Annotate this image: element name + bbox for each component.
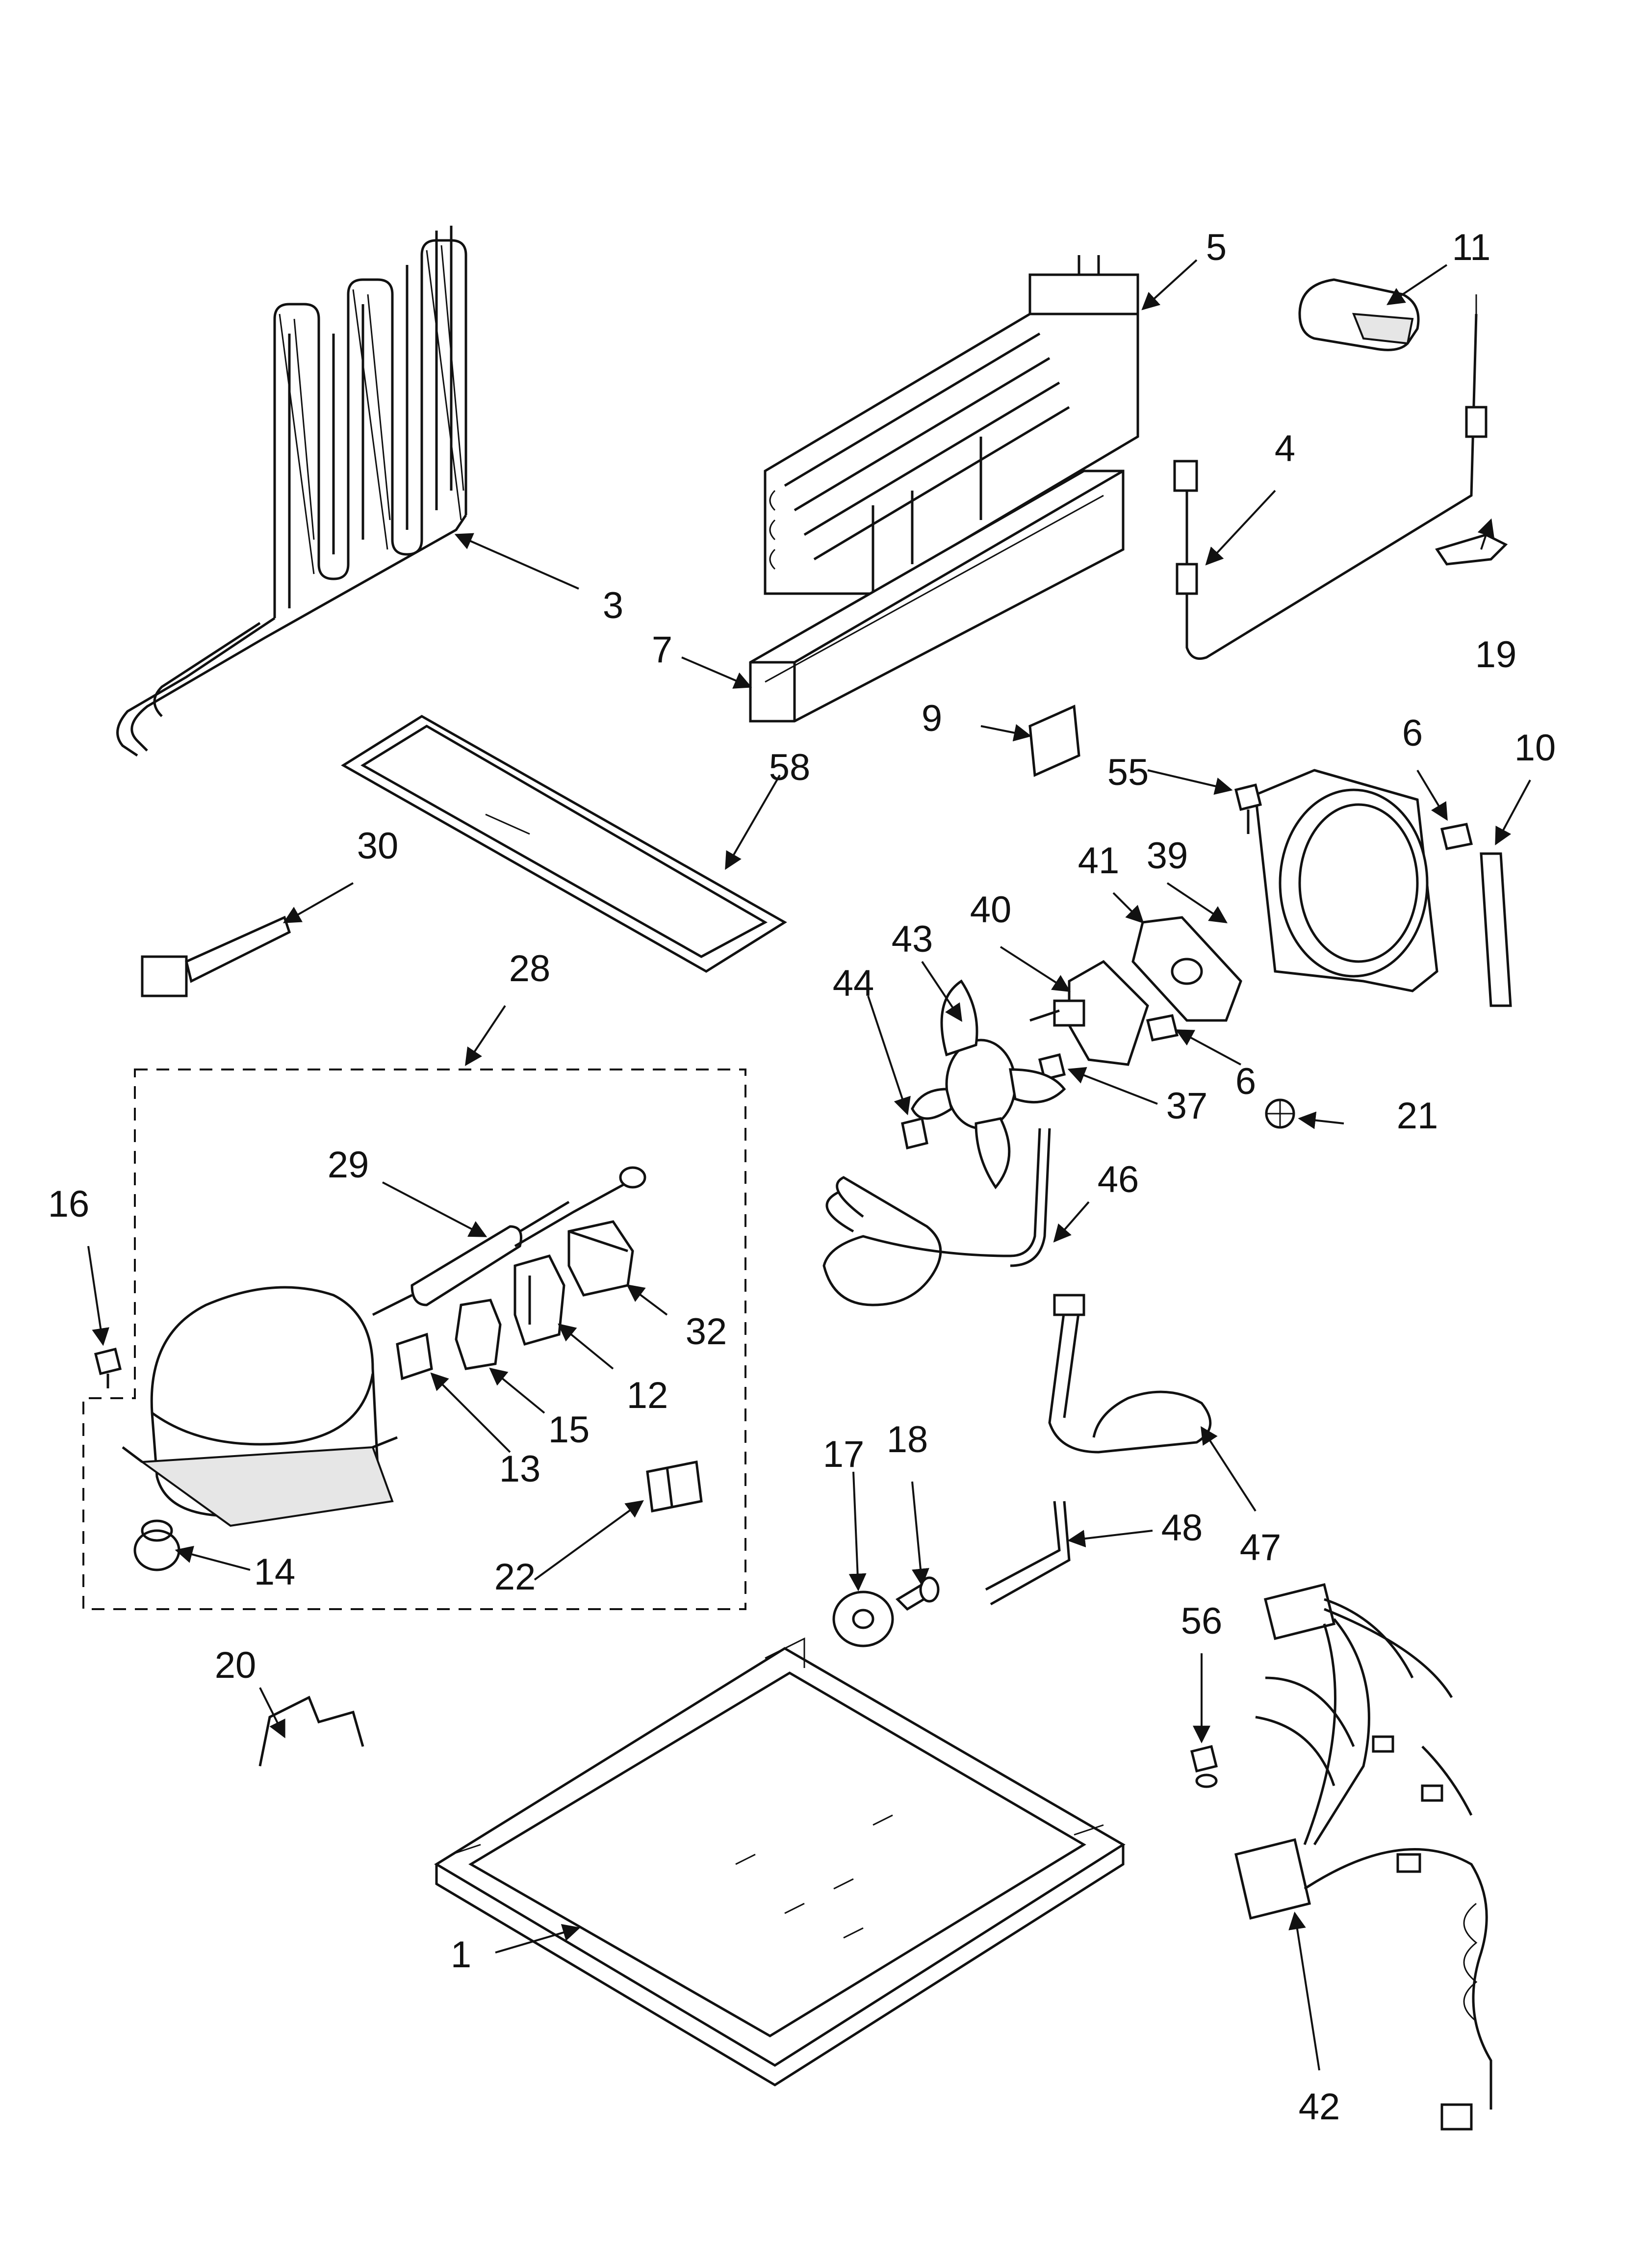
compressor[interactable] <box>122 1286 398 1527</box>
callout-19: 19 <box>1475 634 1517 676</box>
callout-16: 16 <box>48 1183 90 1225</box>
callout-28: 28 <box>509 948 551 990</box>
callout-40: 40 <box>970 889 1012 931</box>
compressor-assembly-group <box>82 1069 746 1610</box>
callout-44: 44 <box>833 963 874 1004</box>
overload-12[interactable] <box>513 1254 565 1346</box>
callout-56: 56 <box>1181 1600 1223 1642</box>
callout-39: 39 <box>1147 835 1188 877</box>
tube-48[interactable] <box>985 1501 1071 1606</box>
callout-30: 30 <box>357 825 399 867</box>
wire-clip-20[interactable] <box>258 1695 364 1767</box>
wire-clip[interactable] <box>1435 533 1508 566</box>
gasket-strip[interactable] <box>1480 852 1512 1007</box>
screw-55[interactable] <box>1234 783 1262 834</box>
wire-harness[interactable] <box>1234 1583 1492 2131</box>
callout-10: 10 <box>1514 727 1556 769</box>
callout-4: 4 <box>1275 428 1295 469</box>
callout-15: 15 <box>548 1409 590 1451</box>
cap[interactable] <box>1298 278 1420 351</box>
callout-21: 21 <box>1397 1095 1438 1137</box>
screw-37[interactable] <box>1038 1053 1066 1081</box>
callout-43: 43 <box>892 918 933 960</box>
callout-7: 7 <box>652 629 672 671</box>
fan-motor[interactable] <box>1029 960 1149 1066</box>
condenser-coil[interactable] <box>116 226 467 757</box>
relay-15[interactable] <box>455 1299 502 1370</box>
callout-labels: 1 3 4 5 6 6 7 9 10 11 12 13 14 15 16 17 … <box>48 227 1556 2128</box>
connector-22[interactable] <box>646 1460 703 1512</box>
callout-20: 20 <box>215 1644 257 1686</box>
screw-16[interactable] <box>94 1347 122 1388</box>
callout-58: 58 <box>769 747 811 788</box>
tube-46[interactable] <box>822 1128 1051 1306</box>
fan-shroud[interactable] <box>1254 769 1438 992</box>
cable-tie[interactable] <box>141 915 291 997</box>
callout-47: 47 <box>1240 1527 1282 1568</box>
terminal-13[interactable] <box>396 1332 433 1381</box>
base-frame[interactable] <box>434 1637 1126 2086</box>
callout-48: 48 <box>1161 1507 1203 1549</box>
callout-14: 14 <box>254 1551 296 1593</box>
callout-18: 18 <box>887 1419 928 1460</box>
callout-11: 11 <box>1452 227 1491 268</box>
callout-9: 9 <box>922 698 942 739</box>
callout-6b: 6 <box>1235 1061 1256 1102</box>
grommet-14[interactable] <box>133 1519 180 1571</box>
evaporator[interactable] <box>764 255 1139 595</box>
callout-6a: 6 <box>1402 712 1423 754</box>
callout-1: 1 <box>451 1934 471 1976</box>
grommet[interactable] <box>1265 1098 1295 1129</box>
callout-55: 55 <box>1107 752 1149 793</box>
callout-5: 5 <box>1206 227 1227 268</box>
screw-56[interactable] <box>1190 1745 1218 1788</box>
callout-12: 12 <box>627 1375 668 1416</box>
callout-13: 13 <box>499 1448 541 1490</box>
callout-42: 42 <box>1299 2086 1340 2128</box>
retainer-clip[interactable] <box>901 1117 928 1150</box>
leader-lines <box>87 259 1531 2071</box>
drain-pan[interactable] <box>341 715 787 973</box>
thermistor-wire[interactable] <box>1173 294 1488 660</box>
callout-37: 37 <box>1166 1085 1208 1127</box>
grommet-17[interactable] <box>832 1590 894 1647</box>
callout-17: 17 <box>823 1434 865 1475</box>
fan-blade[interactable] <box>911 979 1066 1190</box>
drain-trough[interactable] <box>749 469 1125 723</box>
bracket[interactable] <box>1028 704 1080 777</box>
screw-6-lower[interactable] <box>1146 1014 1179 1042</box>
motor-plate[interactable] <box>1131 916 1242 1022</box>
callout-22: 22 <box>494 1556 536 1598</box>
drier[interactable] <box>372 1166 646 1316</box>
tube-47[interactable] <box>1048 1294 1212 1454</box>
screw-6-upper[interactable] <box>1440 823 1473 850</box>
bolt-18[interactable] <box>895 1576 940 1611</box>
callout-41: 41 <box>1078 840 1120 882</box>
callout-46: 46 <box>1098 1159 1139 1200</box>
callout-29: 29 <box>328 1144 369 1186</box>
callout-32: 32 <box>686 1311 727 1353</box>
relay-32[interactable] <box>567 1220 634 1297</box>
callout-3: 3 <box>603 585 623 626</box>
